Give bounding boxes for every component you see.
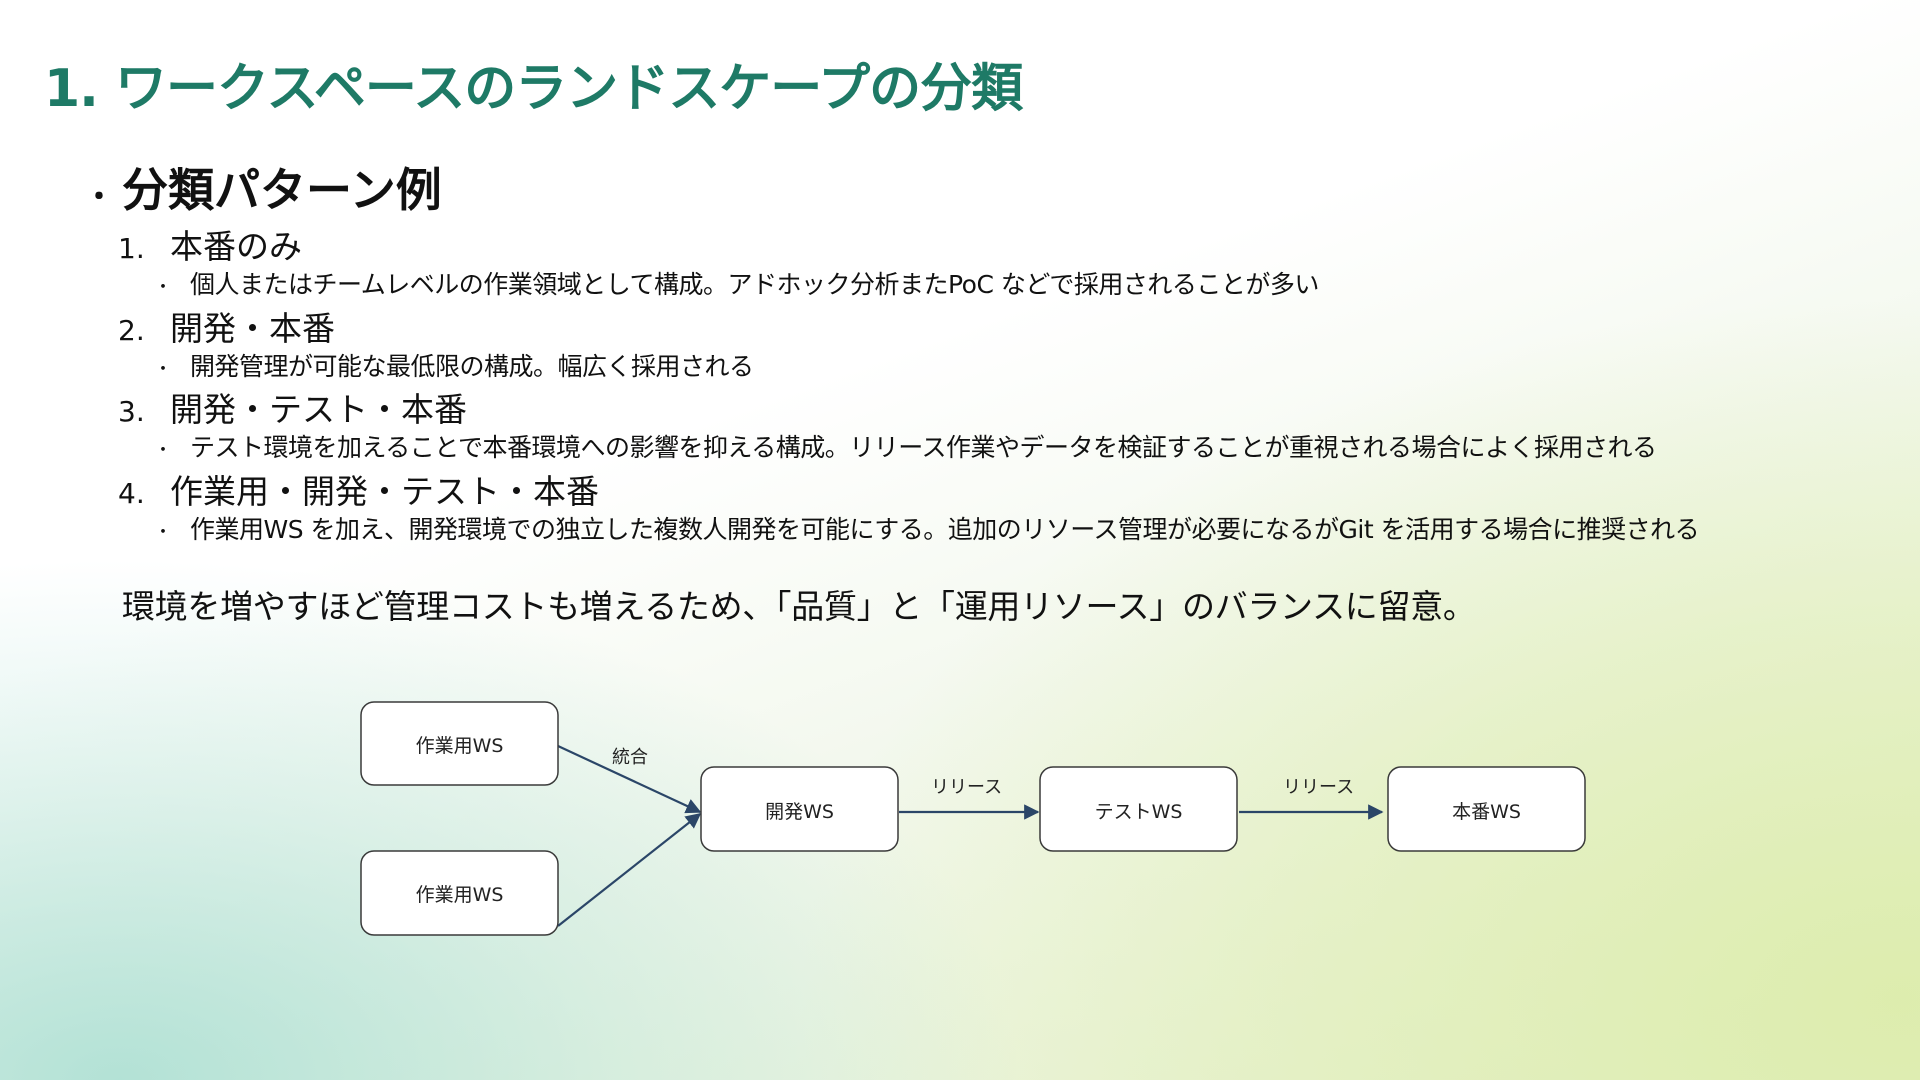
pattern-item-3-bullet: ・ (154, 440, 172, 461)
node-dev-ws-box (700, 766, 899, 852)
node-prod-ws-box (1387, 766, 1586, 852)
pattern-item-1-title: 1. 本番のみ (118, 220, 302, 268)
node-dev-ws-label: 開発WS (765, 801, 834, 823)
pattern-item-2-description: ・開発管理が可能な最低限の構成。幅広く採用される (154, 347, 754, 383)
pattern-item-3-number: 3. (118, 395, 145, 428)
pattern-item-3-description-text: テスト環境を加えることで本番環境への影響を抑える構成。リリース作業やデータを検証… (190, 433, 1657, 462)
pattern-item-1-number: 1. (118, 232, 145, 265)
node-work-ws-2-box (360, 850, 559, 936)
node-work-ws-2: 作業用WS (360, 850, 559, 936)
node-work-ws-1-label: 作業用WS (416, 735, 504, 757)
section-bullet: ・ (84, 179, 114, 215)
node-test-ws-box (1039, 766, 1238, 852)
pattern-item-3-label: 開発・テスト・本番 (170, 390, 467, 429)
node-dev-ws: 開発WS (700, 766, 899, 852)
pattern-item-1-description-text: 個人またはチームレベルの作業領域として構成。アドホック分析またPoC などで採用… (190, 270, 1319, 299)
pattern-item-2-title: 2. 開発・本番 (118, 302, 335, 350)
section-heading: ・分類パターン例 (84, 154, 442, 220)
node-work-ws-1: 作業用WS (360, 701, 559, 786)
node-work-ws-2-label: 作業用WS (416, 884, 504, 906)
section-heading-text: 分類パターン例 (122, 163, 442, 217)
pattern-item-4-description: ・作業用WS を加え、開発環境での独立した複数人開発を可能にする。追加のリソース… (154, 510, 1700, 546)
pattern-item-1-bullet: ・ (154, 277, 172, 298)
pattern-item-3-title: 3. 開発・テスト・本番 (118, 383, 467, 431)
pattern-item-4-title: 4. 作業用・開発・テスト・本番 (118, 465, 599, 513)
pattern-item-4-number: 4. (118, 477, 145, 510)
node-test-ws: テストWS (1039, 766, 1238, 852)
pattern-item-2-description-text: 開発管理が可能な最低限の構成。幅広く採用される (190, 352, 754, 381)
pattern-item-3-description: ・テスト環境を加えることで本番環境への影響を抑える構成。リリース作業やデータを検… (154, 428, 1657, 464)
edge-label-merge: 統合 (612, 747, 648, 768)
slide-title: 1. ワークスペースのランドスケープの分類 (44, 59, 1023, 119)
pattern-item-1-description: ・個人またはチームレベルの作業領域として構成。アドホック分析またPoC などで採… (154, 265, 1319, 301)
edge-work1-to-dev (557, 745, 702, 814)
edge-label-release-test-prod: リリース (1283, 777, 1354, 798)
node-prod-ws-label: 本番WS (1452, 801, 1521, 823)
edge-work2-to-dev (557, 813, 702, 927)
pattern-item-4-description-text: 作業用WS を加え、開発環境での独立した複数人開発を可能にする。追加のリソース管… (190, 515, 1700, 544)
node-test-ws-label: テストWS (1095, 801, 1183, 823)
edge-label-release-dev-test: リリース (931, 777, 1002, 798)
pattern-item-2-label: 開発・本番 (170, 309, 335, 348)
cost-note: 環境を増やすほど管理コストも増えるため、「品質」と「運用リソース」のバランスに留… (122, 587, 1476, 626)
pattern-item-2-number: 2. (118, 314, 145, 347)
pattern-item-4-bullet: ・ (154, 522, 172, 543)
pattern-item-1-label: 本番のみ (170, 227, 302, 266)
pattern-item-4-label: 作業用・開発・テスト・本番 (170, 472, 599, 511)
pattern-item-2-bullet: ・ (154, 359, 172, 380)
node-prod-ws: 本番WS (1387, 766, 1586, 852)
node-work-ws-1-box (360, 701, 559, 786)
